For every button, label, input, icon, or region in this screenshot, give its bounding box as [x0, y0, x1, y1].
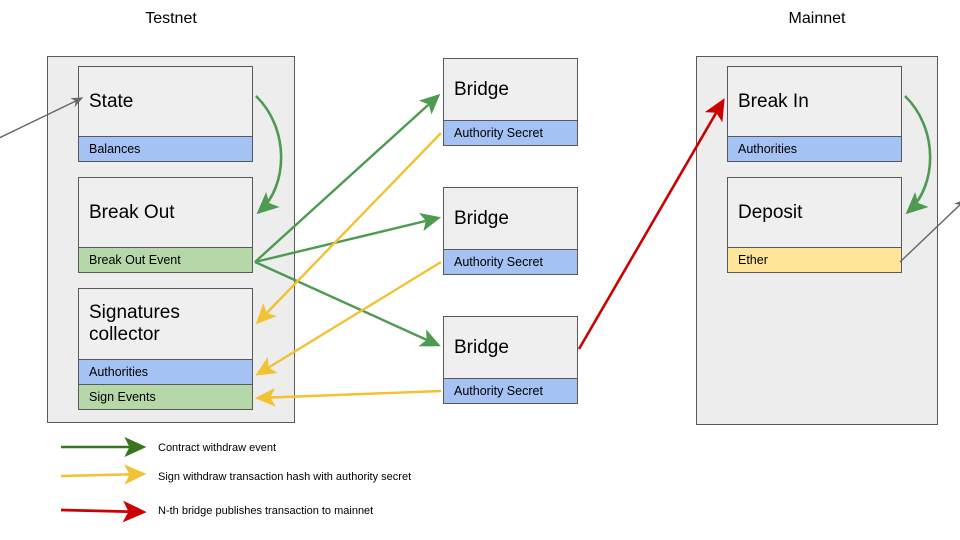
node-break-out[interactable]: Break Out Break Out Event: [78, 177, 253, 273]
node-signatures-collector-title: Signatures collector: [89, 302, 180, 345]
node-state-title: State: [89, 90, 134, 112]
node-deposit-title: Deposit: [738, 201, 803, 223]
node-signatures-collector-field-authorities: Authorities: [79, 359, 252, 384]
legend-label-publish-to-mainnet: N-th bridge publishes transaction to mai…: [158, 505, 374, 517]
node-break-in-field-authorities: Authorities: [728, 136, 901, 161]
bridge-2[interactable]: Bridge Authority Secret: [443, 187, 578, 275]
legend-arrow-sign-withdraw: [60, 464, 147, 485]
node-break-out-field-event: Break Out Event: [79, 247, 252, 272]
bridge-1-field-authority-secret: Authority Secret: [444, 120, 577, 145]
bridge-2-field-authority-secret: Authority Secret: [444, 249, 577, 274]
node-signatures-collector-field-sign-events: Sign Events: [79, 384, 252, 409]
node-signatures-collector[interactable]: Signatures collector Authorities Sign Ev…: [78, 288, 253, 410]
legend-arrow-publish-to-mainnet: [60, 500, 147, 523]
node-break-in[interactable]: Break In Authorities: [727, 66, 902, 162]
node-deposit-field-ether: Ether: [728, 247, 901, 272]
node-state-field-balances: Balances: [79, 136, 252, 161]
node-state[interactable]: State Balances: [78, 66, 253, 162]
bridge-1[interactable]: Bridge Authority Secret: [443, 58, 578, 146]
bridge-3-field-authority-secret: Authority Secret: [444, 378, 577, 403]
bridge-1-title: Bridge: [454, 78, 509, 100]
node-break-out-title: Break Out: [89, 201, 175, 223]
bridge-3[interactable]: Bridge Authority Secret: [443, 316, 578, 404]
mainnet-title: Mainnet: [788, 10, 846, 27]
node-deposit[interactable]: Deposit Ether: [727, 177, 902, 273]
legend-label-sign-withdraw: Sign withdraw transaction hash with auth…: [158, 471, 412, 483]
bridge-3-title: Bridge: [454, 336, 509, 358]
node-break-in-title: Break In: [738, 90, 809, 112]
testnet-title: Testnet: [145, 10, 197, 27]
legend-label-contract-withdraw-event: Contract withdraw event: [158, 442, 276, 454]
bridge-2-title: Bridge: [454, 207, 509, 229]
